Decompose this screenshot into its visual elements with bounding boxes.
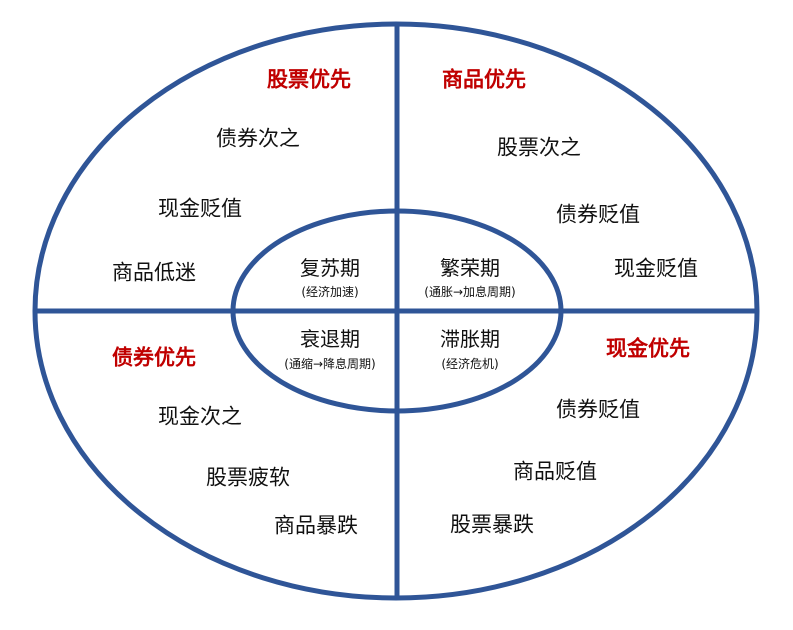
heading-cash-first: 现金优先 xyxy=(606,336,690,361)
phase-boom-note: (通胀→加息周期) xyxy=(424,285,516,299)
heading-bonds-first: 债券优先 xyxy=(112,345,196,370)
br-item-1: 债券贬值 xyxy=(556,397,640,422)
br-item-3: 股票暴跌 xyxy=(450,512,534,537)
tl-item-1: 债券次之 xyxy=(216,126,300,151)
heading-commodities-first: 商品优先 xyxy=(442,67,526,92)
tl-item-3: 商品低迷 xyxy=(112,260,196,285)
phase-boom: 繁荣期 xyxy=(440,256,500,280)
bl-item-3: 商品暴跌 xyxy=(274,513,358,538)
br-item-2: 商品贬值 xyxy=(513,459,597,484)
phase-stagflation: 滞胀期 xyxy=(440,327,500,351)
phase-stagflation-note: (经济危机) xyxy=(441,357,499,371)
tr-item-1: 股票次之 xyxy=(497,135,581,160)
inner-ellipse xyxy=(230,208,564,414)
tr-item-2: 债券贬值 xyxy=(556,202,640,227)
heading-stocks-first: 股票优先 xyxy=(267,67,351,92)
phase-recovery-note: (经济加速) xyxy=(301,285,359,299)
bl-item-2: 股票疲软 xyxy=(206,465,290,490)
bl-item-1: 现金次之 xyxy=(158,404,242,429)
tl-item-2: 现金贬值 xyxy=(158,196,242,221)
phase-recession: 衰退期 xyxy=(300,327,360,351)
phase-recession-note: (通缩→降息周期) xyxy=(284,357,376,371)
phase-recovery: 复苏期 xyxy=(300,256,360,280)
tr-item-3: 现金贬值 xyxy=(614,256,698,281)
